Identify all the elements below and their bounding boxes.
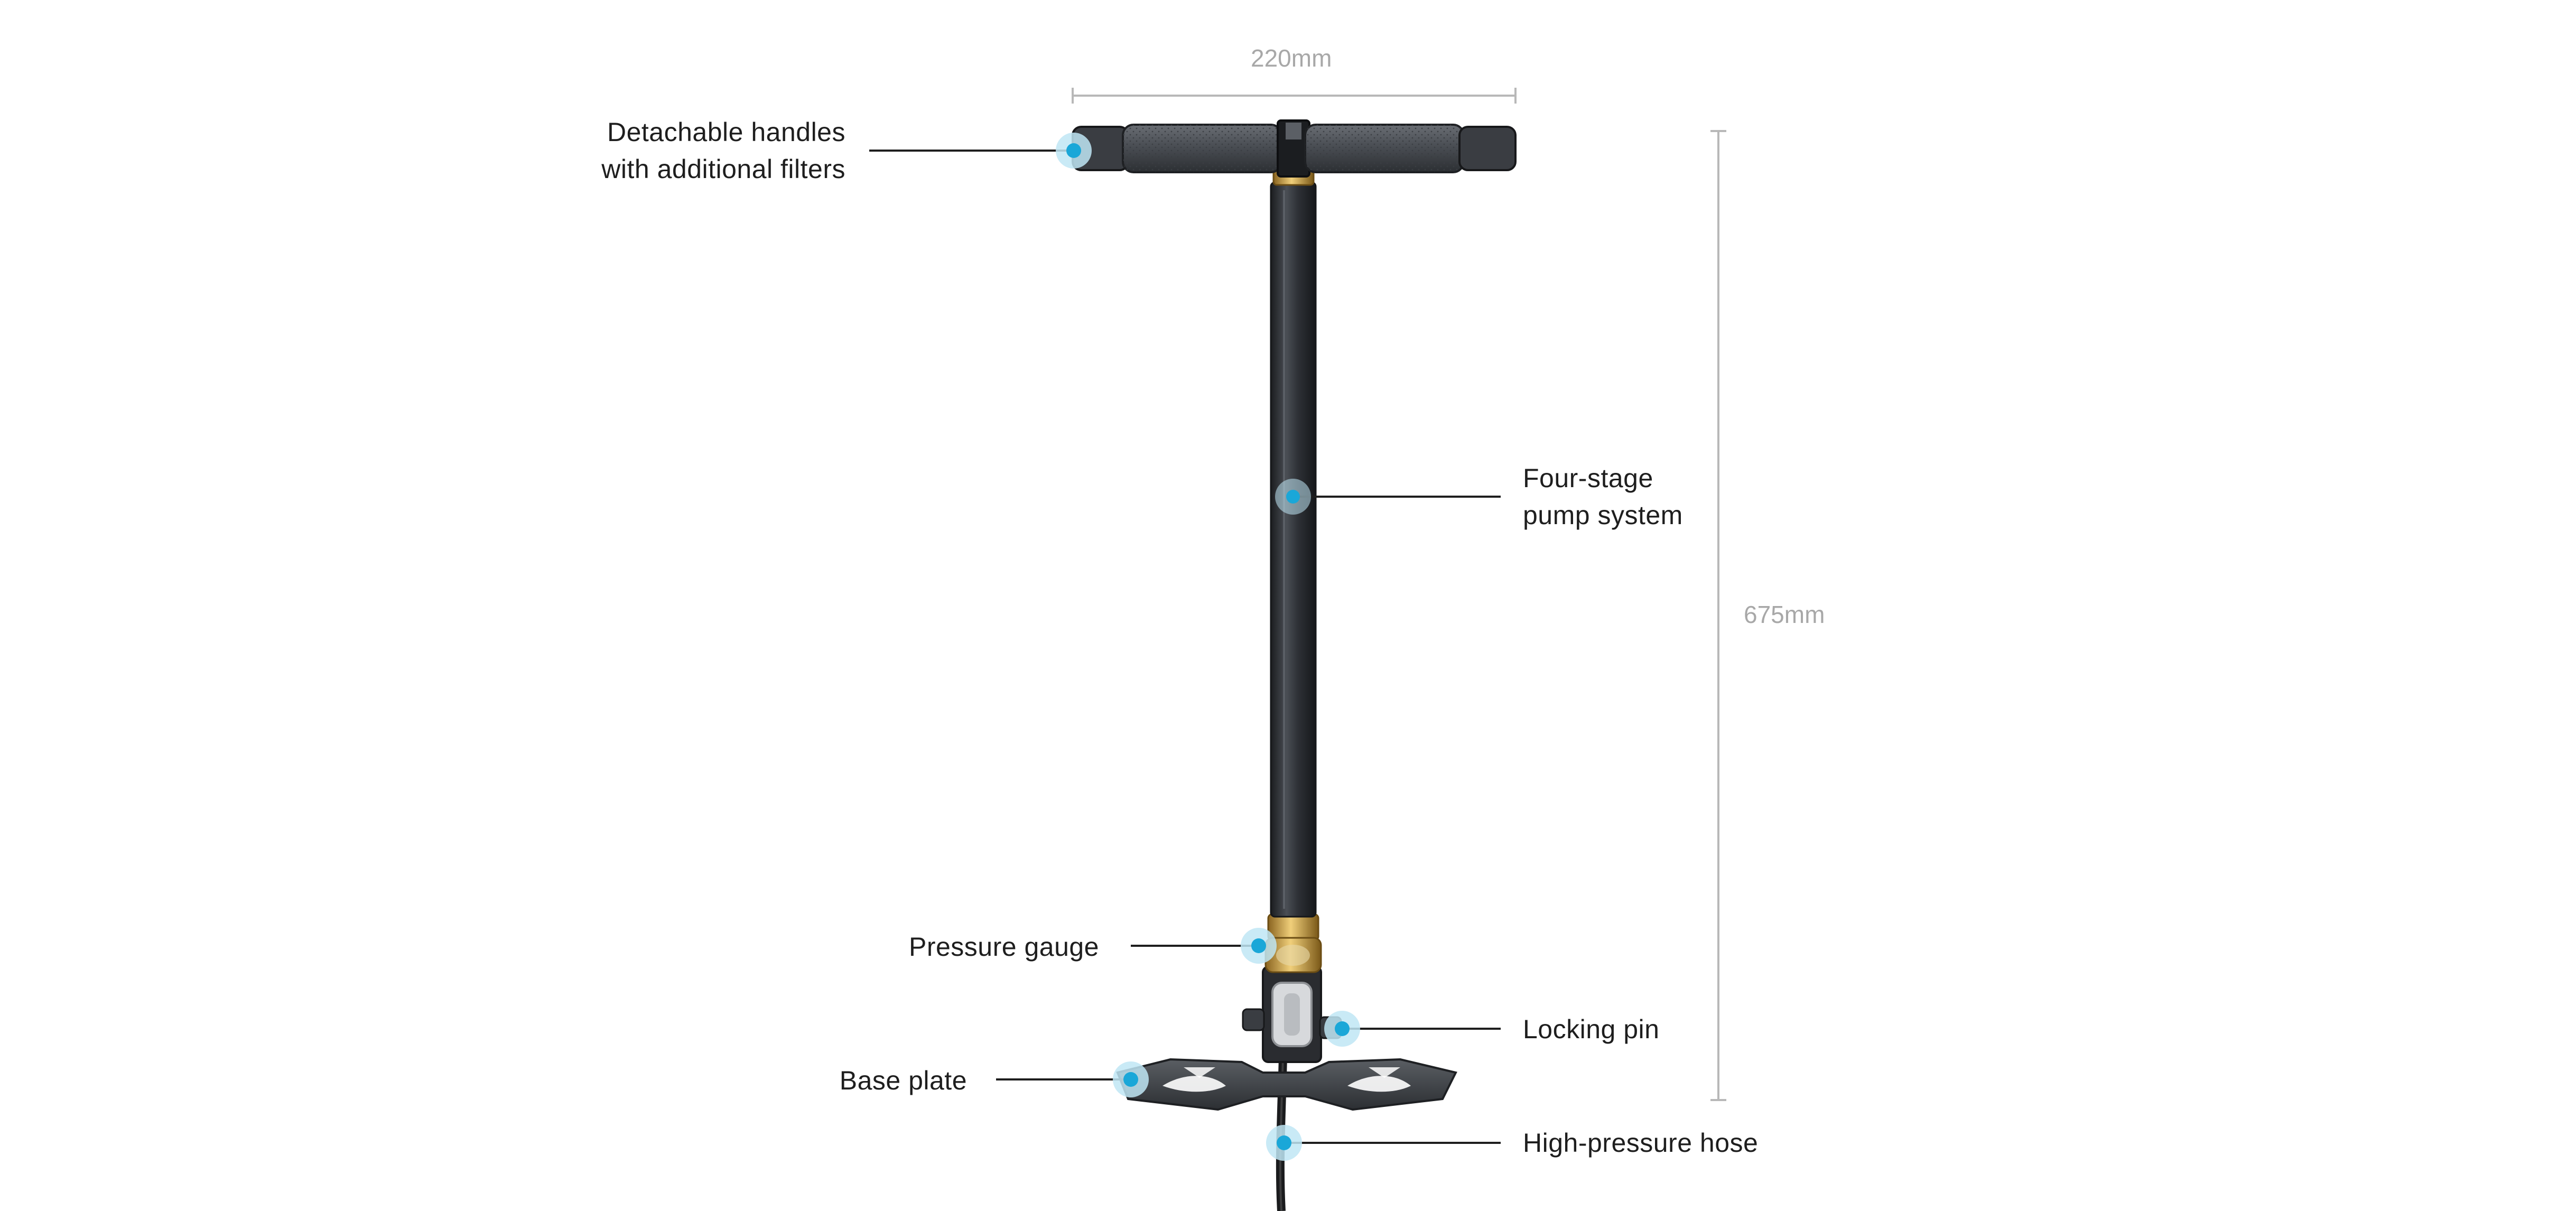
base-plate (1116, 1058, 1457, 1111)
callout-locking-pin: Locking pin (1523, 1011, 1659, 1048)
pump-tube (1270, 181, 1317, 918)
callout-pump-line2: pump system (1523, 500, 1683, 530)
callout-hose: High-pressure hose (1523, 1124, 1758, 1161)
callout-base-plate-line1: Base plate (839, 1066, 967, 1095)
t-handle (1072, 119, 1517, 178)
height-dimension-label: 675mm (1744, 601, 1825, 628)
height-dimension-line (1710, 130, 1726, 1101)
callout-gauge-line1: Pressure gauge (908, 932, 1099, 962)
leader-lines (869, 150, 1501, 1144)
marker-gauge (1241, 928, 1277, 964)
base-bracket (1242, 966, 1342, 1063)
callout-hose-line1: High-pressure hose (1523, 1128, 1759, 1158)
callout-base-plate: Base plate (840, 1062, 967, 1099)
callout-pump: Four-stage pump system (1523, 460, 1683, 534)
marker-locking-pin (1324, 1011, 1360, 1047)
marker-pump (1275, 479, 1311, 515)
callout-pump-line1: Four-stage (1523, 463, 1653, 493)
callout-locking-pin-line1: Locking pin (1523, 1014, 1660, 1044)
callout-handles-line2: with additional filters (601, 154, 845, 184)
callout-handles-line1: Detachable handles (607, 117, 845, 147)
callout-handles: Detachable handles with additional filte… (601, 114, 845, 188)
width-dimension-label: 220mm (1251, 44, 1332, 72)
pressure-gauge (1264, 913, 1322, 973)
width-dimension-line (1072, 88, 1517, 104)
marker-hose (1266, 1125, 1302, 1161)
callout-gauge: Pressure gauge (909, 928, 1099, 965)
marker-base-plate (1113, 1061, 1149, 1097)
marker-handles (1056, 133, 1092, 169)
